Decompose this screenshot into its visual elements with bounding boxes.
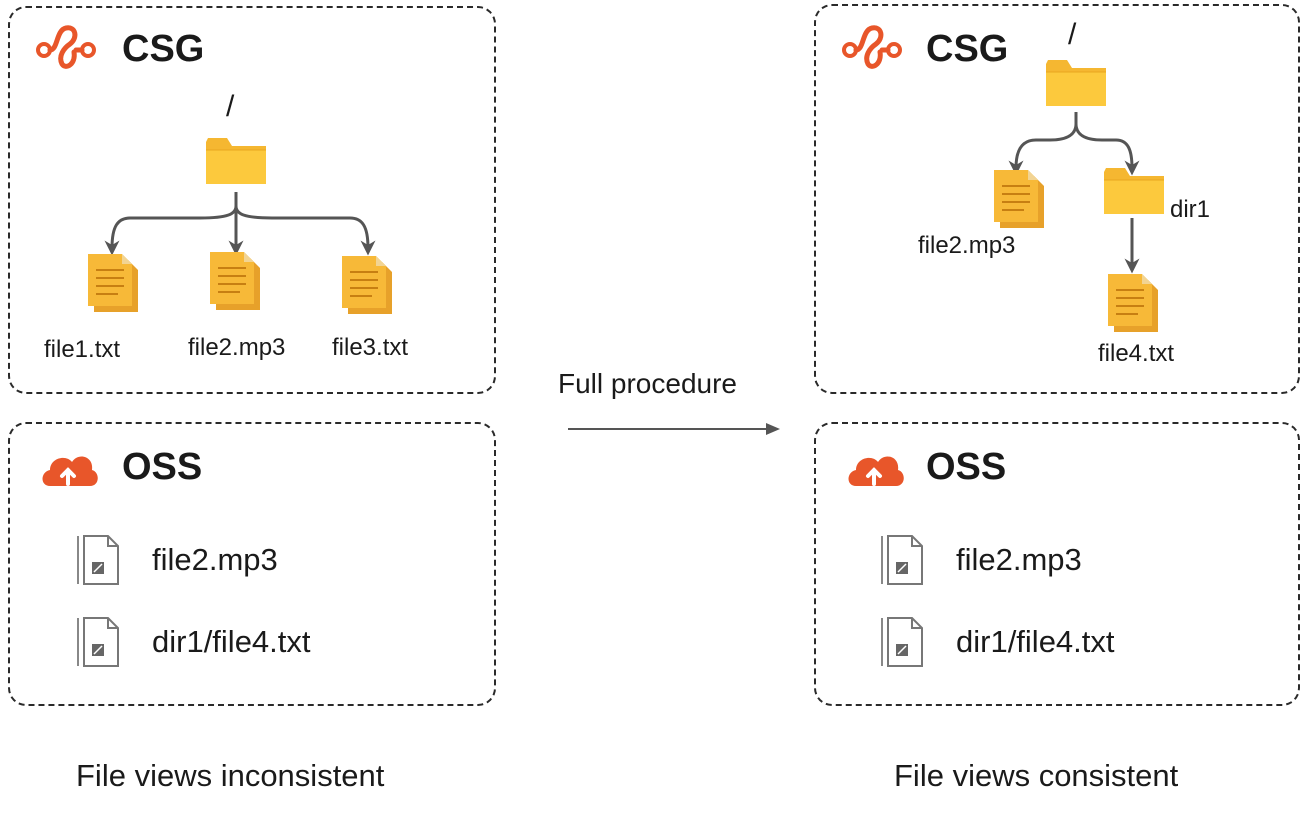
object-file-icon bbox=[77, 617, 119, 667]
document-icon bbox=[993, 169, 1045, 229]
right-csg-title: CSG bbox=[926, 28, 1009, 70]
left-tree-arrows bbox=[104, 192, 376, 256]
document-icon bbox=[209, 251, 261, 311]
right-file: file2.mp3 bbox=[918, 232, 1016, 259]
object-file-icon bbox=[881, 535, 923, 585]
right-oss-object-1: file2.mp3 bbox=[956, 542, 1082, 577]
object-file-icon bbox=[881, 617, 923, 667]
oss-cloud-icon bbox=[40, 454, 100, 488]
object-file-icon bbox=[77, 535, 119, 585]
right-tree-arrows bbox=[1008, 112, 1140, 274]
left-csg-title: CSG bbox=[122, 28, 205, 70]
left-oss-panel bbox=[8, 422, 496, 706]
left-caption: File views inconsistent bbox=[76, 758, 385, 793]
left-file-3: file3.txt bbox=[332, 334, 409, 361]
left-oss-object-1: file2.mp3 bbox=[152, 542, 278, 577]
right-root-label: / bbox=[1068, 18, 1077, 51]
right-nested-file: file4.txt bbox=[1098, 340, 1175, 367]
left-file-1: file1.txt bbox=[44, 336, 121, 363]
right-caption: File views consistent bbox=[894, 758, 1179, 793]
folder-icon bbox=[1103, 167, 1165, 215]
left-file-2: file2.mp3 bbox=[188, 334, 286, 361]
document-icon bbox=[341, 255, 393, 315]
right-csg-panel bbox=[814, 4, 1300, 394]
right-oss-title: OSS bbox=[926, 446, 1007, 488]
oss-cloud-icon bbox=[846, 454, 906, 488]
document-icon bbox=[1107, 273, 1159, 333]
right-oss-panel bbox=[814, 422, 1300, 706]
left-csg-panel bbox=[8, 6, 496, 394]
procedure-label: Full procedure bbox=[558, 368, 737, 399]
procedure-arrow bbox=[568, 423, 780, 435]
left-oss-object-2: dir1/file4.txt bbox=[152, 624, 311, 659]
document-icon bbox=[87, 253, 139, 313]
left-root-label: / bbox=[226, 90, 235, 123]
right-oss-object-2: dir1/file4.txt bbox=[956, 624, 1115, 659]
right-dir: dir1 bbox=[1170, 196, 1211, 223]
left-oss-title: OSS bbox=[122, 446, 203, 488]
